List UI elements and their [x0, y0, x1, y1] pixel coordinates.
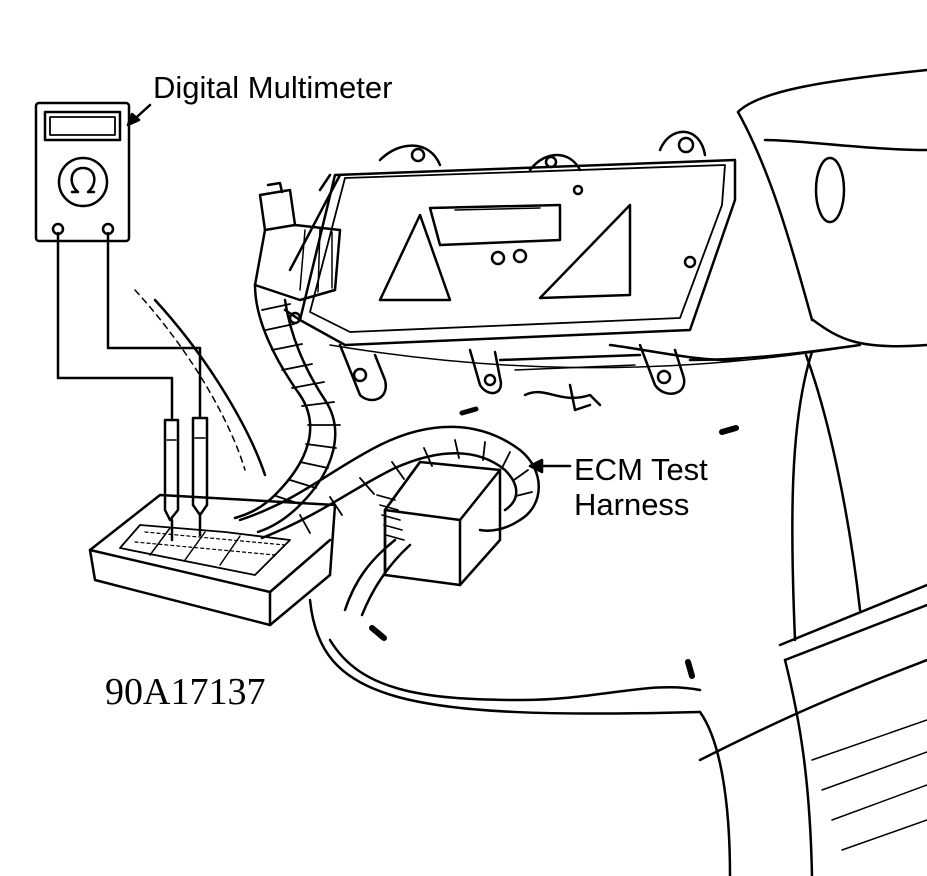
- digital-multimeter: [34, 101, 131, 243]
- ecm-harness-leader-arrow: [528, 458, 572, 474]
- test-harness-module: [376, 460, 502, 587]
- multimeter-leader-arrow: [126, 103, 152, 127]
- ecm-label-line-1: ECM Test: [574, 452, 708, 487]
- multimeter-label: Digital Multimeter: [153, 70, 393, 105]
- ecm-connector: [253, 181, 342, 302]
- ecm-label-line-2: Harness: [574, 487, 690, 522]
- wiring-harness: [233, 283, 540, 617]
- ecm-module: [283, 130, 737, 412]
- vehicle-body-outline: [134, 68, 927, 876]
- breakout-box: [88, 493, 337, 627]
- ohm-icon: [57, 156, 109, 208]
- ecm-test-harness-label: ECM Test Harness: [574, 452, 708, 522]
- figure-code: 90A17137: [105, 671, 266, 713]
- test-leads: [56, 231, 209, 542]
